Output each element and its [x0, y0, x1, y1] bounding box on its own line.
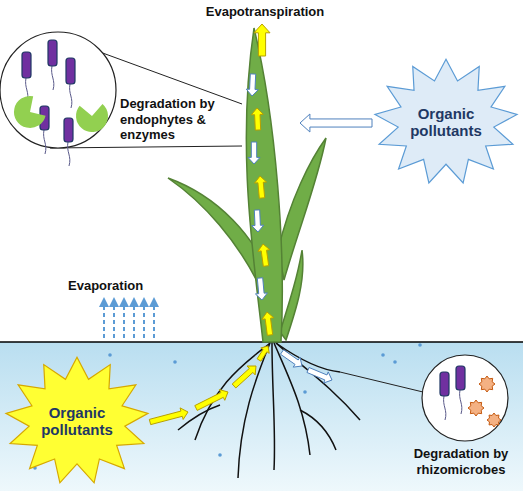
bacterium	[456, 366, 465, 390]
rhizomicrobe	[479, 376, 495, 392]
flow-arrow	[257, 346, 269, 361]
flow-arrow	[149, 408, 188, 425]
bacterium	[440, 372, 449, 396]
water-drop	[418, 343, 422, 347]
caption-label: Degradation by rhizomicrobes	[404, 446, 518, 477]
starburst-outline	[375, 59, 517, 183]
water-drop	[303, 390, 307, 394]
bacterium	[48, 40, 57, 66]
flow-arrow	[254, 24, 270, 56]
flow-arrow	[300, 114, 372, 132]
flow-arrow	[255, 176, 267, 198]
evaporation-arrow	[133, 302, 135, 338]
bacterium	[64, 118, 73, 142]
enzyme	[14, 96, 46, 128]
plant-leaves	[168, 28, 326, 342]
evaporation-arrow	[153, 302, 155, 338]
surface-line	[0, 341, 523, 343]
water-drop	[393, 360, 397, 364]
bacterium	[22, 52, 31, 78]
flow-arrow	[248, 142, 260, 164]
flow-arrow	[252, 210, 264, 232]
flow-arrow	[307, 368, 332, 383]
evaporation-arrow	[113, 302, 115, 338]
rhizomicrobe	[487, 413, 501, 427]
flagellum	[52, 66, 54, 90]
caption-label: Degradation by endophytes & enzymes	[120, 96, 226, 143]
evaporation-arrow	[103, 302, 105, 338]
flagellum	[70, 84, 72, 108]
evaporation-arrows	[104, 302, 154, 338]
node-text: Organic pollutants	[403, 105, 489, 140]
flagellum	[44, 130, 46, 154]
water-drop	[218, 453, 222, 457]
caption-label: Evaporation	[68, 278, 178, 294]
evaporation-arrow	[143, 302, 145, 338]
rhizomicrobe-magnifier	[340, 355, 508, 441]
rhizomicrobe	[468, 400, 484, 416]
water-body	[0, 342, 523, 491]
node-text: Organic pollutants	[34, 404, 120, 439]
water-drop	[173, 360, 177, 364]
flagellum	[460, 390, 462, 414]
flow-arrow	[258, 244, 270, 266]
flow-arrow	[251, 108, 263, 130]
water-drop	[108, 353, 112, 357]
endophyte-magnifier	[0, 32, 242, 148]
roots	[178, 343, 360, 478]
flow-arrow	[280, 350, 302, 367]
flow-arrow	[255, 278, 267, 300]
flow-arrow	[246, 74, 258, 96]
flow-arrow	[232, 366, 256, 388]
evaporation-arrow	[123, 302, 125, 338]
enzyme	[76, 104, 108, 132]
flow-arrow	[195, 390, 228, 411]
flagellum	[68, 142, 70, 166]
flow-arrows	[149, 24, 372, 425]
flagellum	[444, 396, 446, 420]
flow-arrow	[262, 312, 274, 335]
water-drop	[381, 353, 385, 357]
bacterium	[66, 58, 75, 84]
starburst-outline	[6, 357, 148, 483]
pollutant-starburst: Organic pollutants	[373, 58, 519, 186]
pollutant-starburst: Organic pollutants	[4, 356, 150, 486]
caption-label: Evapotranspiration	[180, 4, 350, 20]
